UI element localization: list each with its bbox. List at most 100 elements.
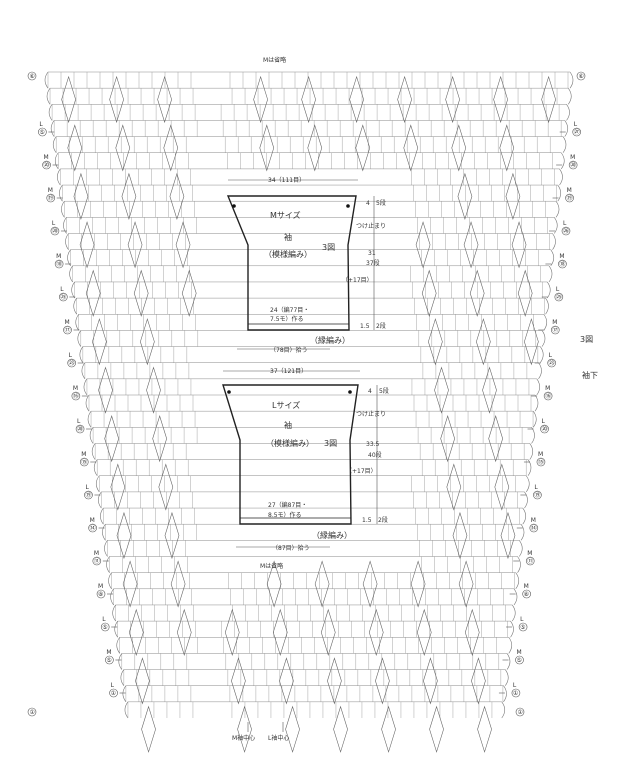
l-width-top: 37（121目） xyxy=(270,368,307,375)
bottom-m-omit: Mは省略 xyxy=(260,562,283,570)
svg-text:⑪: ⑪ xyxy=(527,557,533,565)
svg-text:㉕: ㉕ xyxy=(556,293,562,301)
m-sleeve-outline xyxy=(226,195,357,331)
left-row-marker: M⑱ xyxy=(54,253,72,269)
left-row-marker: L⑳ xyxy=(75,418,93,434)
row-markers: L⑤M⑳M⑲L⑳M⑱L㉕M⑰L㉓M⑯L⑳M⑮L⑲M⑭M⑪M⑧L⑤M⑤L①L㉗M⑳… xyxy=(27,121,582,717)
diamond-motif xyxy=(181,269,197,317)
diamond-motif xyxy=(505,172,521,220)
edge-loop-right xyxy=(527,459,532,476)
edge-loop-right xyxy=(538,362,542,380)
edge-loop-right xyxy=(569,71,574,89)
edge-loop-left xyxy=(57,168,61,186)
right-row-marker: M⑲ xyxy=(552,187,574,203)
edge-loop-left xyxy=(83,378,88,396)
svg-text:M: M xyxy=(90,517,95,524)
diamond-motif xyxy=(457,172,473,220)
diamond-motif xyxy=(349,75,364,124)
svg-text:M: M xyxy=(44,154,49,161)
right-row-marker: L㉓ xyxy=(534,352,556,368)
m-rows-bottom: 1.5 xyxy=(360,323,370,330)
m-bottom-count: 24（編77目・ xyxy=(270,306,309,314)
edge-loop-right xyxy=(550,249,555,266)
svg-text:⑲: ⑲ xyxy=(85,491,91,499)
right-row-marker: L⑲ xyxy=(520,484,542,500)
diamond-motif xyxy=(85,269,101,317)
edge-loop-left xyxy=(59,184,63,202)
svg-text:L: L xyxy=(77,418,81,425)
svg-text:①: ① xyxy=(513,690,518,697)
edge-loop-right xyxy=(508,637,513,654)
diamond-motif xyxy=(266,560,282,608)
svg-text:⑲: ⑲ xyxy=(567,194,573,202)
diamond-motif xyxy=(494,463,510,511)
edge-loop-right xyxy=(559,168,563,186)
m-rows-top-unit: 5段 xyxy=(376,199,386,207)
svg-text:①: ① xyxy=(518,709,523,716)
svg-text:㉗: ㉗ xyxy=(574,128,580,136)
edge-loop-right xyxy=(543,314,548,331)
l-part: 袖 xyxy=(284,420,292,430)
svg-text:L: L xyxy=(520,616,524,623)
edge-loop-right xyxy=(506,653,511,670)
edge-loop-right xyxy=(547,281,551,299)
diamond-motif xyxy=(157,75,172,124)
diamond-motif xyxy=(128,608,144,657)
svg-text:⑪: ⑪ xyxy=(94,557,100,565)
edge-loop-left xyxy=(89,427,94,444)
diamond-motif xyxy=(146,366,161,414)
svg-text:L: L xyxy=(549,352,553,359)
diamond-motif xyxy=(79,221,95,269)
m-width-top: 34（111目） xyxy=(268,177,305,184)
diamond-motif xyxy=(133,269,149,317)
top-row-marker-right: ⑥ xyxy=(576,71,586,81)
svg-text:L: L xyxy=(102,616,106,623)
svg-text:⑰: ⑰ xyxy=(64,326,70,334)
svg-text:⑮: ⑮ xyxy=(538,458,544,466)
edge-loop-right xyxy=(501,701,506,719)
svg-text:⑥: ⑥ xyxy=(30,73,35,80)
diamond-motif xyxy=(140,318,155,366)
diamond-motif xyxy=(272,608,288,657)
edge-loop-right xyxy=(564,120,569,137)
edge-loop-left xyxy=(81,362,86,380)
diamond-motif xyxy=(446,463,462,511)
svg-text:㉓: ㉓ xyxy=(549,359,555,367)
diamond-motif xyxy=(524,318,539,366)
diamond-motif xyxy=(115,124,131,172)
svg-text:⑤: ⑤ xyxy=(520,624,525,631)
right-row-marker: L⑳ xyxy=(527,418,549,434)
diamond-motif xyxy=(163,124,179,172)
edge-loop-left xyxy=(79,346,84,363)
edge-loop-right xyxy=(515,572,520,589)
edge-loop-right xyxy=(510,620,514,638)
edge-loop-right xyxy=(561,152,565,170)
edge-loop-left xyxy=(69,265,73,283)
diamond-motif xyxy=(471,657,486,705)
side-subtitle: 袖下 xyxy=(582,370,598,380)
edge-loop-right xyxy=(529,443,534,460)
left-row-marker: L① xyxy=(109,682,126,698)
diamond-motif xyxy=(170,560,186,608)
svg-text:M: M xyxy=(64,319,69,326)
svg-text:㉕: ㉕ xyxy=(60,293,66,301)
diamond-motif xyxy=(541,75,556,124)
edge-loop-right xyxy=(555,201,560,218)
edge-loop-left xyxy=(73,297,77,315)
l-increase: （+17目） xyxy=(346,468,377,475)
edge-loop-right xyxy=(524,491,528,509)
edge-loop-left xyxy=(48,104,53,121)
right-row-marker: M⑭ xyxy=(516,517,539,533)
diamond-motif xyxy=(152,414,167,463)
svg-text:M: M xyxy=(545,385,550,392)
right-row-marker: L㉖ xyxy=(548,220,571,236)
diamond-motif xyxy=(285,705,300,753)
diamond-motif xyxy=(493,75,508,124)
svg-text:⑮: ⑮ xyxy=(81,458,87,466)
diamond-motif xyxy=(500,511,516,560)
diamond-motif xyxy=(224,608,240,657)
svg-text:⑳: ⑳ xyxy=(52,227,58,235)
left-row-marker: M⑭ xyxy=(88,517,105,533)
right-row-marker: M⑤ xyxy=(502,649,524,665)
edge-loop-right xyxy=(554,217,558,234)
